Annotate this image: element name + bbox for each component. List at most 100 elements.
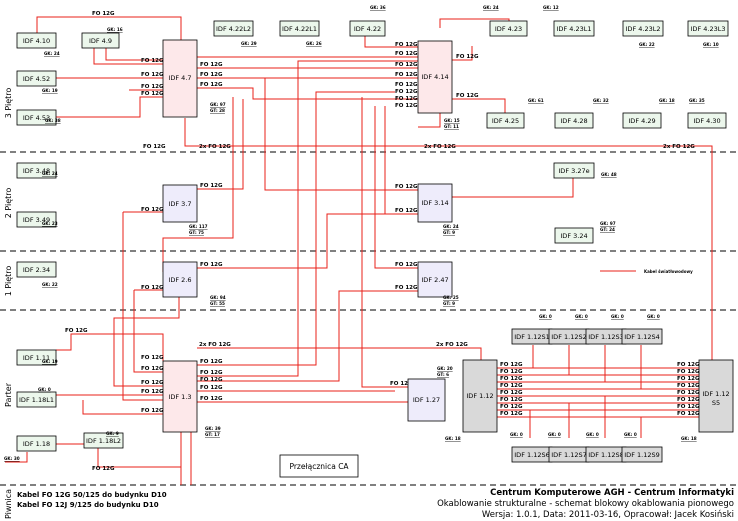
switch-ca[interactable]: Przełącznica CA xyxy=(279,454,359,478)
link-label: FO 12G xyxy=(200,385,223,391)
idf-label: IDF 1.12S4 xyxy=(624,333,659,341)
idf-label: IDF 4.10 xyxy=(23,37,50,45)
idf-box-4-22[interactable]: IDF 4.22 xyxy=(349,20,386,37)
switch-ca-label: Przełącznica CA xyxy=(289,462,349,471)
link-label: FO 12G xyxy=(141,72,164,78)
cable-notes: Kabel FO 12G 50/125 do budynku D10 Kabel… xyxy=(17,491,167,509)
link-label: FO 12G xyxy=(395,285,418,291)
idf-hub-1-12[interactable]: IDF 1.12 xyxy=(462,359,498,433)
idf-label: IDF 2.6 xyxy=(168,276,191,284)
idf-box-1-12s8[interactable]: IDF 1.12S8 xyxy=(585,446,627,463)
cable xyxy=(56,333,164,361)
idf-box-4-52[interactable]: IDF 4.52 xyxy=(16,70,57,87)
idf-label: IDF 4.23L1 xyxy=(557,25,592,33)
idf-hub-2-6[interactable]: IDF 2.6 xyxy=(162,261,198,298)
port-label: GK: 22 xyxy=(639,42,655,47)
link-label: FO 12G xyxy=(200,396,223,402)
idf-box-3-48[interactable]: IDF 3.48 xyxy=(16,162,57,179)
idf-box-4-23l3[interactable]: IDF 4.23L3 xyxy=(687,20,729,37)
port-label: GK: 20 xyxy=(437,366,453,371)
idf-label: IDF 4.14 xyxy=(421,73,448,81)
floor-labels: 3 Piętro 2 Piętro 1 Piętro Parter Piwnic… xyxy=(4,88,13,519)
floor-label-basement: Piwnica xyxy=(4,489,13,519)
link-label: FO 12G xyxy=(677,369,700,375)
idf-hub-3-14[interactable]: IDF 3.14 xyxy=(417,183,453,223)
idf-box-2-34[interactable]: IDF 2.34 xyxy=(16,261,57,278)
idf-hub-4-7[interactable]: IDF 4.7 xyxy=(162,39,198,118)
floor-label-3: 3 Piętro xyxy=(4,88,13,119)
link-label: FO 12G xyxy=(500,376,523,382)
idf-box-4-23l1[interactable]: IDF 4.23L1 xyxy=(553,20,595,37)
idf-box-4-10[interactable]: IDF 4.10 xyxy=(16,32,57,49)
floor-label-0: Parter xyxy=(4,382,13,407)
idf-box-4-23l2[interactable]: IDF 4.23L2 xyxy=(622,20,664,37)
idf-box-1-12s4[interactable]: IDF 1.12S4 xyxy=(621,328,663,345)
cable xyxy=(364,33,418,48)
idf-hub-3-7[interactable]: IDF 3.7 xyxy=(162,184,198,223)
idf-hub-1-27[interactable]: IDF 1.27 xyxy=(407,378,446,422)
link-label: FO 12G xyxy=(677,376,700,382)
idf-label: IDF 4.22 xyxy=(354,25,381,33)
port-label: GK: 0 xyxy=(38,387,51,392)
link-label: FO 12G xyxy=(677,383,700,389)
idf-box-1-12s3[interactable]: IDF 1.12S3 xyxy=(585,328,627,345)
idf-label: IDF 4.23L2 xyxy=(626,25,661,33)
port-label: GK: 26 xyxy=(306,41,322,46)
link-label: FO 12G xyxy=(500,411,523,417)
idf-box-3-49[interactable]: IDF 3.49 xyxy=(16,211,57,228)
port-label: GK: 0 xyxy=(510,432,523,437)
link-label: 2x FO 12G xyxy=(424,144,456,150)
idf-box-3-24[interactable]: IDF 3.24 xyxy=(554,227,594,244)
port-label: GK: 35 xyxy=(689,98,705,103)
idf-box-1-12s2[interactable]: IDF 1.12S2 xyxy=(548,328,590,345)
idf-box-4-25[interactable]: IDF 4.25 xyxy=(486,112,525,129)
idf-label: IDF 4.29 xyxy=(628,117,655,125)
idf-box-4-9[interactable]: IDF 4.9 xyxy=(81,32,120,49)
idf-box-3-27e[interactable]: IDF 3.27e xyxy=(553,162,595,179)
port-label: GK: 0 xyxy=(548,432,561,437)
idf-box-1-12s1[interactable]: IDF 1.12S1 xyxy=(511,328,553,345)
link-label: FO 12G xyxy=(141,285,164,291)
cable xyxy=(264,78,418,191)
idf-label: IDF 1.12 xyxy=(466,392,493,400)
idf-hub-4-14[interactable]: IDF 4.14 xyxy=(417,40,453,114)
link-label: FO 12G xyxy=(500,397,523,403)
idf-box-1-11[interactable]: IDF 1.11 xyxy=(16,349,57,366)
idf-label: IDF 1.12 xyxy=(702,390,729,398)
idf-label: IDF 1.12S8 xyxy=(588,451,623,459)
cable xyxy=(197,60,418,377)
idf-label: IDF 4.52 xyxy=(23,75,50,83)
idf-box-4-22l1[interactable]: IDF 4.22L1 xyxy=(279,20,320,37)
port-label: GK: 18 xyxy=(445,436,461,441)
link-label: FO 12G xyxy=(500,390,523,396)
idf-label: IDF 2.34 xyxy=(23,266,50,274)
floor-label-2: 2 Piętro xyxy=(4,188,13,219)
port-label: GK: 25 xyxy=(443,295,459,300)
idf-box-4-23[interactable]: IDF 4.23 xyxy=(489,20,528,37)
idf-box-4-53[interactable]: IDF 4.53 xyxy=(16,109,57,126)
idf-hub-2-47[interactable]: IDF 2.47 xyxy=(417,261,453,298)
idf-box-1-12s7[interactable]: IDF 1.12S7 xyxy=(548,446,590,463)
port-label: GK: 24 xyxy=(42,171,58,176)
title-org: Centrum Komputerowe AGH - Centrum Inform… xyxy=(490,488,734,498)
port-label: GT: 11 xyxy=(444,124,459,129)
idf-box-4-29[interactable]: IDF 4.29 xyxy=(622,112,662,129)
cable xyxy=(452,178,574,198)
idf-box-1-12s9[interactable]: IDF 1.12S9 xyxy=(621,446,663,463)
idf-box-1-18l2[interactable]: IDF 1.18L2 xyxy=(83,432,124,449)
idf-box-4-30[interactable]: IDF 4.30 xyxy=(687,112,727,129)
link-label: FO 12G xyxy=(395,184,418,190)
port-label: GK: 24 xyxy=(483,5,499,10)
link-label: FO 12G xyxy=(395,42,418,48)
port-label: GK: 0 xyxy=(575,314,588,319)
idf-box-1-18[interactable]: IDF 1.18 xyxy=(16,435,57,452)
idf-box-4-28[interactable]: IDF 4.28 xyxy=(554,112,594,129)
idf-box-4-22l2[interactable]: IDF 4.22L2 xyxy=(213,20,254,37)
idf-box-1-12s6[interactable]: IDF 1.12S6 xyxy=(511,446,553,463)
idf-hub-1-3[interactable]: IDF 1.3 xyxy=(162,360,198,433)
idf-label: IDF 1.12S7 xyxy=(551,451,586,459)
link-label: FO 12G xyxy=(395,208,418,214)
idf-box-1-18l1[interactable]: IDF 1.18L1 xyxy=(16,391,57,408)
